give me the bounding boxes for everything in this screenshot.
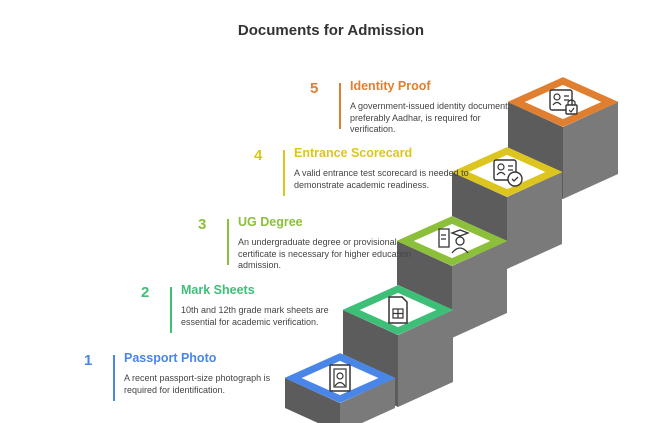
diagram-title: Documents for Admission	[237, 22, 425, 39]
step-description: An undergraduate degree or provisional c…	[238, 237, 412, 270]
step-outline	[284, 353, 396, 403]
step-number: 4	[254, 147, 263, 164]
step-number: 3	[198, 216, 207, 233]
step-description: 10th and 12th grade mark sheets are esse…	[181, 305, 329, 327]
step-title: Passport Photo	[124, 351, 217, 365]
id-card-check-icon	[493, 159, 523, 187]
step-divider	[113, 355, 115, 401]
step-description: A recent passport-size photograph is req…	[124, 373, 271, 395]
id-card-lock-icon	[549, 89, 578, 115]
step-right-face	[563, 102, 618, 199]
step-title: UG Degree	[238, 215, 303, 229]
step-title: Mark Sheets	[181, 283, 255, 297]
step-divider	[339, 83, 341, 129]
step-outline	[451, 147, 563, 197]
passport-photo-icon	[329, 364, 351, 392]
step-title: Entrance Scorecard	[294, 146, 413, 160]
step-left-face	[285, 378, 340, 423]
step-right-face	[452, 241, 507, 338]
spreadsheet-document-icon	[388, 296, 408, 324]
step-description: A valid entrance test scorecard is neede…	[294, 168, 469, 190]
step-number: 5	[310, 80, 319, 97]
step-number: 2	[141, 284, 150, 301]
step-right-face	[340, 378, 395, 423]
step-number: 1	[84, 352, 93, 369]
step-right-face	[398, 310, 453, 407]
step-outline	[396, 216, 508, 266]
step-right-face	[507, 172, 562, 269]
graduate-certificate-icon	[438, 228, 470, 254]
step-divider	[227, 219, 229, 265]
step-title: Identity Proof	[350, 79, 431, 93]
step-divider	[170, 287, 172, 333]
step-divider	[283, 150, 285, 196]
step-outline	[507, 77, 619, 127]
step-description: A government-issued identity document, p…	[350, 101, 511, 134]
